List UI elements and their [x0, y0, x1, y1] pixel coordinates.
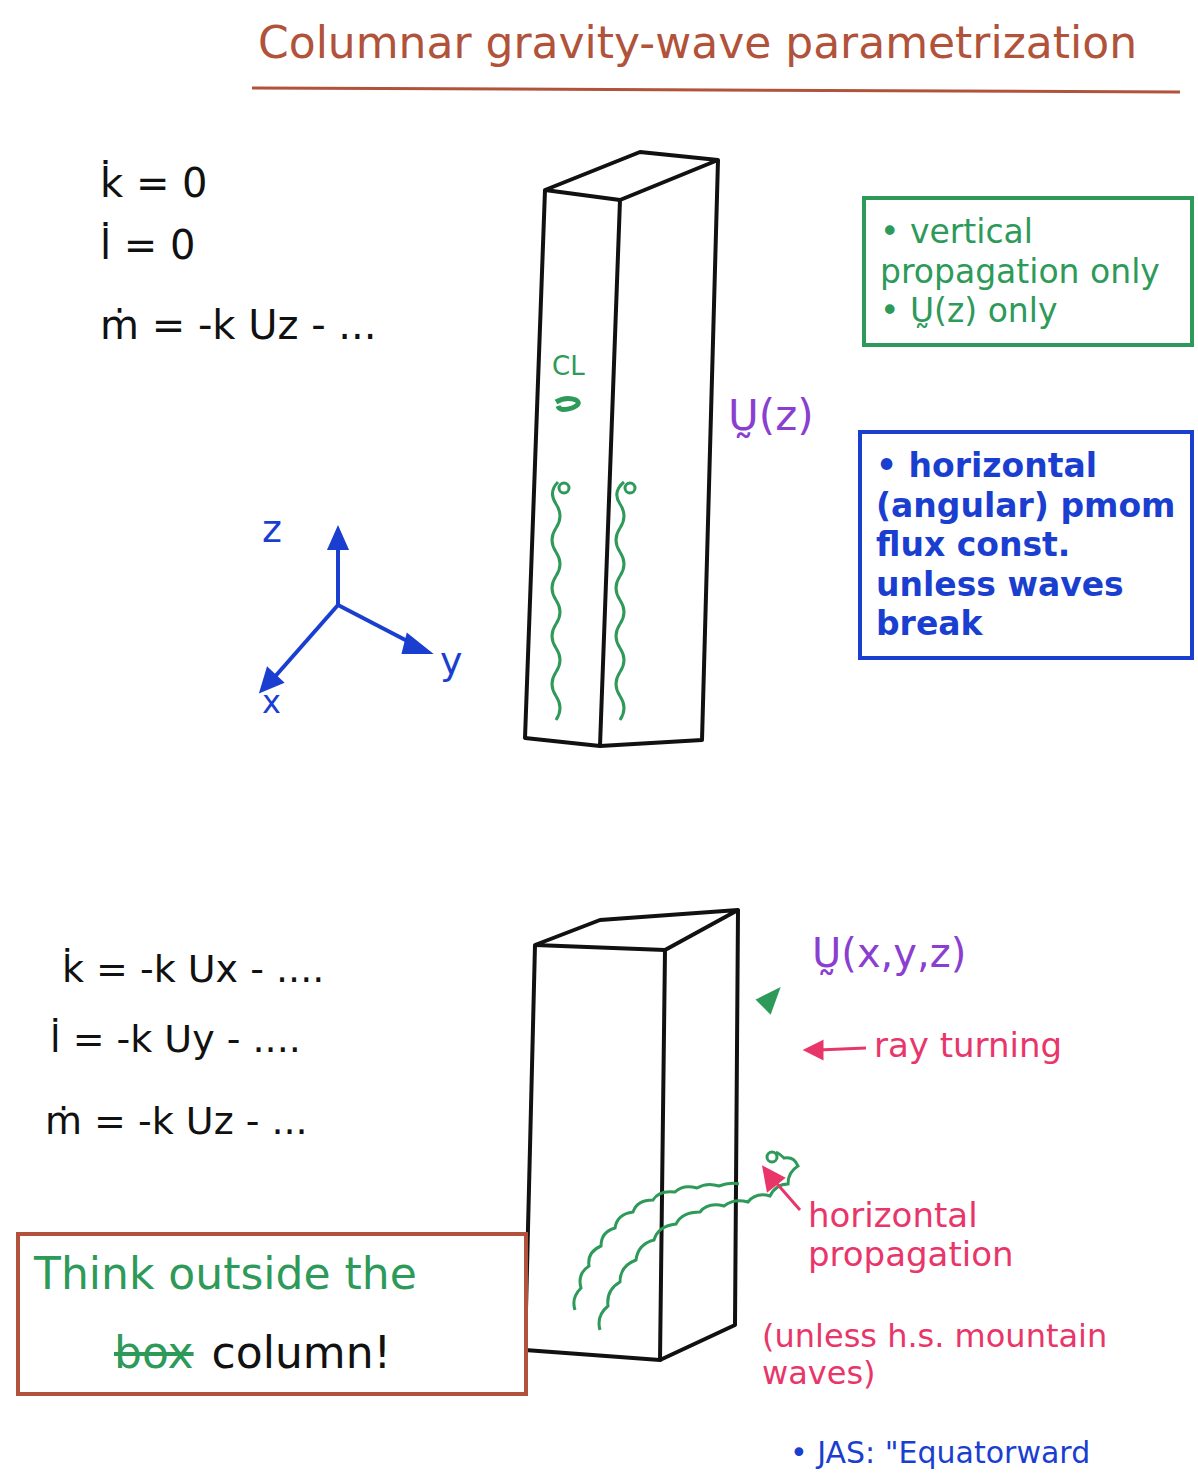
annotation: ray turning: [874, 1026, 1174, 1065]
title: Columnar gravity-wave parametrization: [258, 18, 1137, 69]
equation: l̇ = -k Uy - ....: [50, 1018, 301, 1062]
leader-arrows: [764, 1042, 866, 1210]
vertical-wave-rays: [552, 398, 635, 720]
slogan-text: column!: [212, 1327, 392, 1380]
slogan-box: Think outside the box column!: [16, 1232, 528, 1396]
annotation: (unless h.s. mountain waves): [762, 1318, 1182, 1392]
critical-level-label: CL: [552, 352, 585, 382]
slogan-text: Think outside the: [34, 1248, 510, 1301]
slogan-text: box: [114, 1327, 194, 1380]
axis-label: x: [262, 684, 281, 721]
equation: k̇ = 0: [100, 160, 208, 206]
equation: k̇ = -k Ux - ....: [62, 948, 324, 992]
annotation: • JAS: "Equatorward: [790, 1436, 1090, 1471]
column-top: [525, 152, 718, 746]
turning-wave-rays: [574, 990, 798, 1330]
axes: [262, 530, 428, 690]
title-underline: [252, 88, 1180, 92]
wind-label: Ṵ(z): [728, 392, 814, 440]
axis-label: y: [440, 640, 463, 684]
note-text: • vertical propagation only: [880, 212, 1176, 291]
equation: ṁ = -k Uz - ...: [100, 302, 377, 348]
note-box: • horizontal (angular) pmom flux const. …: [858, 430, 1194, 660]
note-box: • vertical propagation only• Ṵ(z) only: [862, 196, 1194, 347]
axis-label: z: [262, 508, 282, 552]
note-text: • Ṵ(z) only: [880, 291, 1176, 331]
annotation: horizontal propagation: [808, 1196, 1078, 1274]
column-bottom: [525, 910, 738, 1360]
equation: l̇ = 0: [100, 222, 196, 268]
equation: ṁ = -k Uz - ...: [45, 1100, 308, 1144]
note-text: • horizontal (angular) pmom flux const. …: [876, 446, 1176, 644]
wind-label: Ṵ(x,y,z): [812, 930, 966, 976]
